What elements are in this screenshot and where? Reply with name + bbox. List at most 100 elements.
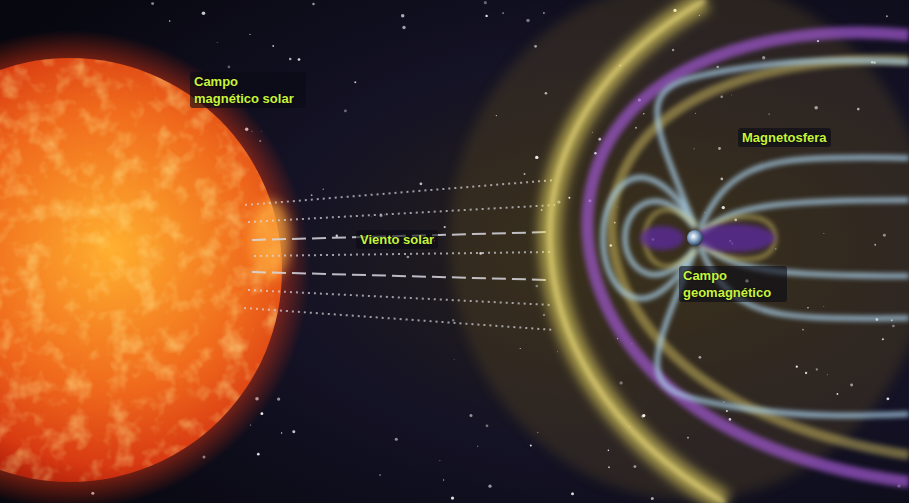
star — [796, 366, 798, 368]
star — [502, 12, 504, 14]
star — [850, 384, 853, 387]
region-label: Magnetosfera — [738, 128, 831, 147]
star — [407, 256, 410, 259]
plasma-sheet — [695, 224, 775, 252]
star — [633, 465, 636, 468]
star — [496, 115, 497, 116]
star — [535, 285, 538, 288]
star — [312, 3, 315, 6]
star — [687, 437, 689, 439]
star — [228, 66, 231, 69]
star — [451, 496, 454, 499]
star — [530, 444, 532, 446]
solar-wind-lines — [244, 180, 555, 330]
star — [486, 424, 489, 427]
star — [762, 56, 765, 59]
star — [837, 393, 839, 395]
star — [814, 106, 817, 109]
star — [395, 438, 398, 441]
star — [571, 492, 574, 495]
geomagnetic-field-lines — [603, 60, 909, 415]
star — [371, 215, 373, 217]
plasmasphere — [640, 226, 684, 250]
star — [543, 314, 545, 316]
star — [401, 14, 404, 17]
star — [453, 358, 455, 360]
magnetopause — [587, 32, 909, 482]
star — [886, 15, 888, 17]
star — [608, 449, 610, 451]
star — [402, 26, 405, 29]
region-label: Campo magnético solar — [190, 72, 306, 108]
star — [592, 132, 593, 133]
star — [281, 432, 282, 433]
star — [379, 474, 381, 476]
star — [289, 58, 291, 60]
star — [469, 414, 472, 417]
star — [526, 19, 529, 22]
star — [322, 189, 323, 190]
star — [534, 45, 537, 48]
star — [384, 214, 385, 215]
star — [484, 1, 487, 4]
star — [444, 226, 446, 228]
star — [729, 418, 732, 421]
star — [439, 460, 441, 462]
star — [635, 127, 637, 129]
star — [892, 325, 895, 328]
magnetosheath-glow — [612, 60, 909, 455]
star — [292, 430, 295, 433]
star — [344, 109, 347, 112]
star — [443, 479, 444, 480]
star — [651, 497, 654, 500]
star — [151, 2, 154, 5]
star — [568, 197, 570, 199]
star — [823, 233, 825, 235]
star — [257, 453, 260, 456]
star — [543, 12, 545, 14]
star — [722, 206, 725, 209]
star — [277, 397, 280, 400]
star — [485, 15, 487, 17]
star — [768, 113, 769, 114]
star — [823, 306, 825, 308]
star — [249, 34, 250, 35]
star — [718, 147, 721, 150]
star — [520, 348, 521, 349]
star — [883, 234, 886, 237]
star — [720, 95, 722, 97]
star — [882, 338, 884, 340]
earth — [687, 230, 703, 246]
star — [488, 485, 491, 488]
star — [672, 49, 674, 51]
star — [695, 113, 696, 114]
star — [827, 374, 829, 376]
star — [420, 182, 423, 185]
star — [535, 156, 538, 159]
star — [477, 446, 478, 447]
star — [537, 432, 539, 434]
star — [452, 319, 454, 321]
sun-corona — [0, 30, 310, 503]
star — [726, 410, 728, 412]
star — [354, 81, 356, 83]
star — [336, 235, 338, 237]
star — [699, 356, 702, 359]
star — [816, 368, 818, 370]
star — [608, 466, 610, 468]
star — [311, 194, 313, 196]
star — [217, 42, 218, 43]
star — [523, 173, 525, 175]
star — [545, 92, 548, 95]
star — [775, 248, 777, 250]
star — [817, 40, 819, 42]
star — [643, 113, 645, 115]
star — [805, 372, 807, 374]
star — [642, 414, 645, 417]
star — [886, 397, 889, 400]
star — [619, 381, 622, 384]
star — [802, 329, 804, 331]
star — [479, 252, 482, 255]
star — [731, 94, 733, 96]
